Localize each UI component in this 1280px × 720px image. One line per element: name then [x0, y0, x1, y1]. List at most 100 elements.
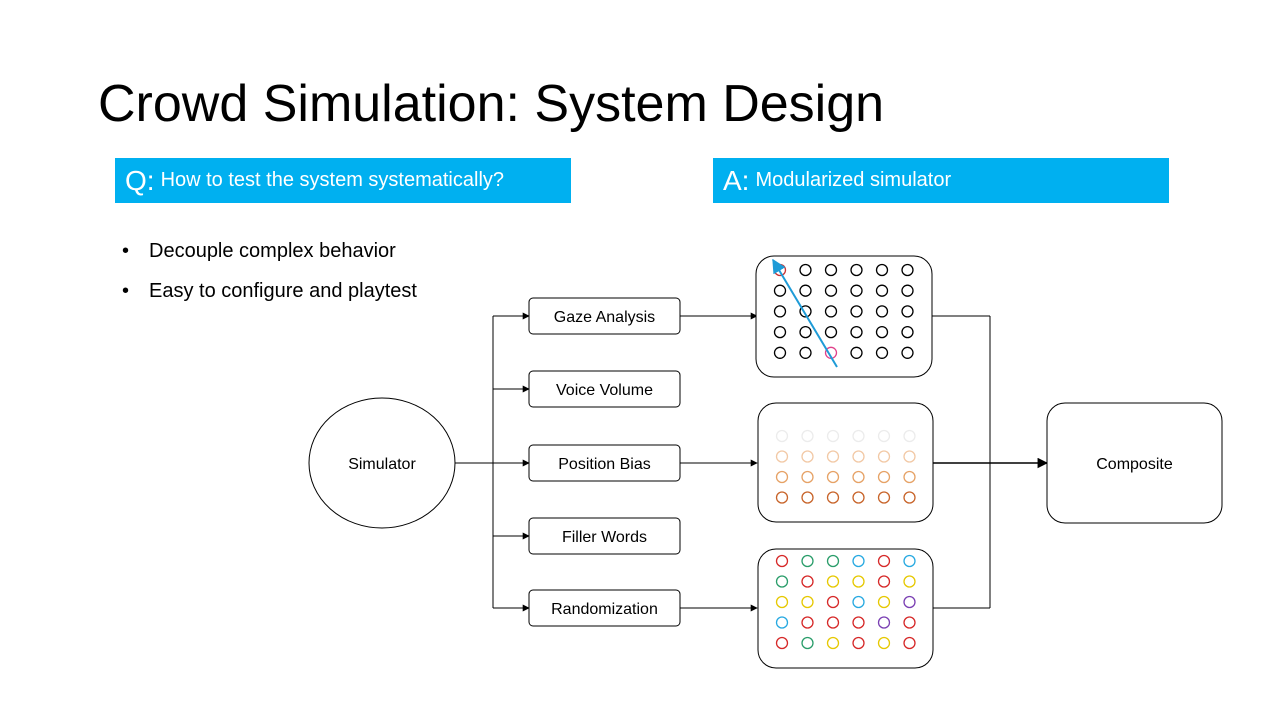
grid-dot [799, 325, 812, 339]
grid-dot [775, 429, 789, 443]
question-prefix: Q: [125, 164, 155, 196]
grid-dot [875, 284, 889, 297]
grid-dot [824, 325, 838, 339]
bullet-dot-icon: • [122, 280, 130, 302]
grid-dot [826, 636, 840, 650]
grid-position [775, 429, 916, 504]
grid-dot [799, 284, 812, 297]
grid-dot [850, 284, 863, 297]
grid-dot [799, 263, 812, 277]
grid-dot [826, 595, 840, 609]
bullet-dot-icon: • [122, 240, 130, 262]
grid-dot [773, 305, 787, 318]
grid-dot [799, 346, 812, 359]
grid-dot [775, 575, 789, 588]
grid-dot [773, 325, 787, 339]
answer-banner: A: Modularized simulator [713, 158, 1169, 203]
grid-dot [850, 325, 863, 339]
question-text: How to test the system systematically? [160, 169, 505, 191]
grid-dot [903, 575, 916, 588]
grid-dot [877, 554, 891, 568]
grid-dot [852, 636, 865, 650]
grid-dot [875, 346, 889, 359]
grid-dot [826, 470, 840, 484]
grid-dot [801, 470, 814, 484]
grid-dot [903, 429, 916, 443]
grid-dot [901, 284, 914, 297]
grid-dot [903, 470, 916, 484]
answer-text: Modularized simulator [755, 169, 952, 191]
module-label: Filler Words [562, 529, 647, 546]
grid-dot [826, 554, 840, 568]
grid-dot [801, 575, 814, 588]
grid-dot [775, 616, 789, 629]
bullet-item: • Decouple complex behavior [122, 235, 417, 275]
panel-position [757, 402, 934, 523]
grid-dot [877, 450, 891, 463]
grid-dot [903, 595, 916, 609]
composite-node [1046, 402, 1223, 524]
grid-dot [877, 491, 891, 504]
grid-dot [901, 346, 914, 359]
grid-dot [850, 305, 863, 318]
grid-dot [875, 263, 889, 277]
grid-dot [801, 595, 814, 609]
grid-dot [877, 470, 891, 484]
grid-dot [877, 429, 891, 443]
grid-dot [901, 305, 914, 318]
grid-dot [775, 450, 789, 463]
module-label: Randomization [551, 601, 658, 618]
grid-dot [852, 575, 865, 588]
grid-dot [801, 429, 814, 443]
grid-dot [903, 616, 916, 629]
grid-dot [801, 616, 814, 629]
bullet-text: Easy to configure and playtest [149, 280, 417, 302]
grid-gaze [773, 263, 914, 359]
grid-dot [903, 491, 916, 504]
grid-dot [852, 491, 865, 504]
simulator-label: Simulator [348, 456, 416, 473]
grid-dot [877, 575, 891, 588]
module-label: Gaze Analysis [554, 309, 655, 326]
grid-dot [903, 636, 916, 650]
module-box-voice-volume [528, 370, 681, 408]
grid-dot [801, 450, 814, 463]
grid-dot [852, 450, 865, 463]
grid-dot [826, 575, 840, 588]
grid-random [775, 554, 916, 650]
grid-dot [775, 491, 789, 504]
grid-dot [775, 554, 789, 568]
grid-dot [903, 554, 916, 568]
answer-prefix: A: [723, 164, 750, 196]
grid-dot [801, 636, 814, 650]
grid-dot [826, 450, 840, 463]
grid-dot [824, 305, 838, 318]
grid-dot [826, 429, 840, 443]
grid-dot [850, 346, 863, 359]
grid-dot [826, 491, 840, 504]
module-label: Position Bias [558, 456, 651, 473]
slide-title: Crowd Simulation: System Design [98, 75, 885, 133]
grid-dot [852, 470, 865, 484]
panel-random [757, 548, 934, 669]
gaze-direction-arrow [772, 258, 838, 368]
module-label: Voice Volume [556, 382, 653, 399]
bullet-item: • Easy to configure and playtest [122, 275, 417, 315]
module-box-filler-words [528, 517, 681, 555]
grid-dot [799, 305, 812, 318]
grid-dot [773, 346, 787, 359]
grid-dot [903, 450, 916, 463]
grid-dot [852, 554, 865, 568]
grid-dot [775, 470, 789, 484]
question-banner: Q: How to test the system systematically… [115, 158, 571, 203]
grid-dot [850, 263, 863, 277]
grid-dot [852, 616, 865, 629]
grid-dot [801, 554, 814, 568]
grid-dot [824, 284, 838, 297]
grid-dot [901, 325, 914, 339]
grid-dot [877, 595, 891, 609]
bullet-list: • Decouple complex behavior • Easy to conf… [122, 235, 417, 315]
bullet-text: Decouple complex behavior [149, 240, 396, 262]
grid-dot [824, 263, 838, 277]
